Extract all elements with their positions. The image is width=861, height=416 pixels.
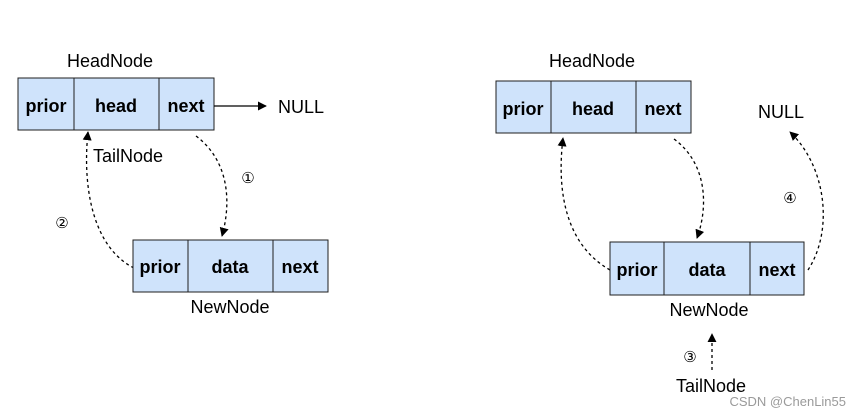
right-newnode-title: NewNode [669, 300, 748, 320]
right-newnode-next-cell [749, 241, 805, 296]
left-headnode-next-cell [158, 77, 215, 131]
right-step-3-marker: ③ [683, 348, 696, 366]
left-newnode-data-label: data [211, 257, 249, 277]
right-newnode-next-label: next [758, 260, 795, 280]
left-headnode-prior-label: prior [25, 96, 66, 116]
left-newnode-next-label: next [281, 257, 318, 277]
left-newnode-next-cell [272, 239, 329, 293]
right-newnode-data-cell [663, 241, 751, 296]
left-newnode-title: NewNode [190, 297, 269, 317]
right-tailnode-label: TailNode [676, 376, 746, 396]
right-headnode-next-cell [635, 80, 692, 134]
left-diagram: HeadNode prior head next NULL TailNode ①… [17, 51, 329, 317]
watermark: CSDN @ChenLin55 [729, 394, 846, 409]
left-newnode: prior data next [132, 239, 329, 293]
right-headnode: prior head next [495, 80, 692, 134]
right-step-4-arrow [789, 131, 824, 271]
left-headnode: prior head next [17, 77, 215, 131]
left-headnode-next-label: next [167, 96, 204, 116]
right-null-label: NULL [758, 102, 804, 122]
left-newnode-prior-label: prior [139, 257, 180, 277]
left-headnode-head-cell [73, 77, 160, 131]
left-headnode-head-label: head [95, 96, 137, 116]
left-null-label: NULL [278, 97, 324, 117]
right-diagram: HeadNode prior head next NULL ④ prior da… [495, 51, 824, 396]
left-headnode-prior-cell [17, 77, 75, 131]
right-next-to-newnode-arrow [673, 138, 705, 239]
left-step-2-marker: ② [55, 214, 68, 232]
right-prior-to-headnode-arrow [557, 137, 611, 271]
right-step-4-marker: ④ [783, 189, 796, 207]
left-headnode-title: HeadNode [67, 51, 153, 71]
right-headnode-next-label: next [644, 99, 681, 119]
right-headnode-head-label: head [572, 99, 614, 119]
right-headnode-prior-label: prior [502, 99, 543, 119]
right-headnode-title: HeadNode [549, 51, 635, 71]
right-newnode-prior-label: prior [616, 260, 657, 280]
right-newnode-prior-cell [609, 241, 665, 296]
right-newnode-data-label: data [688, 260, 726, 280]
right-newnode: prior data next [609, 241, 805, 296]
left-step-1-arrow [195, 135, 229, 237]
left-step-1-marker: ① [241, 169, 254, 187]
left-tailnode-label: TailNode [93, 146, 163, 166]
